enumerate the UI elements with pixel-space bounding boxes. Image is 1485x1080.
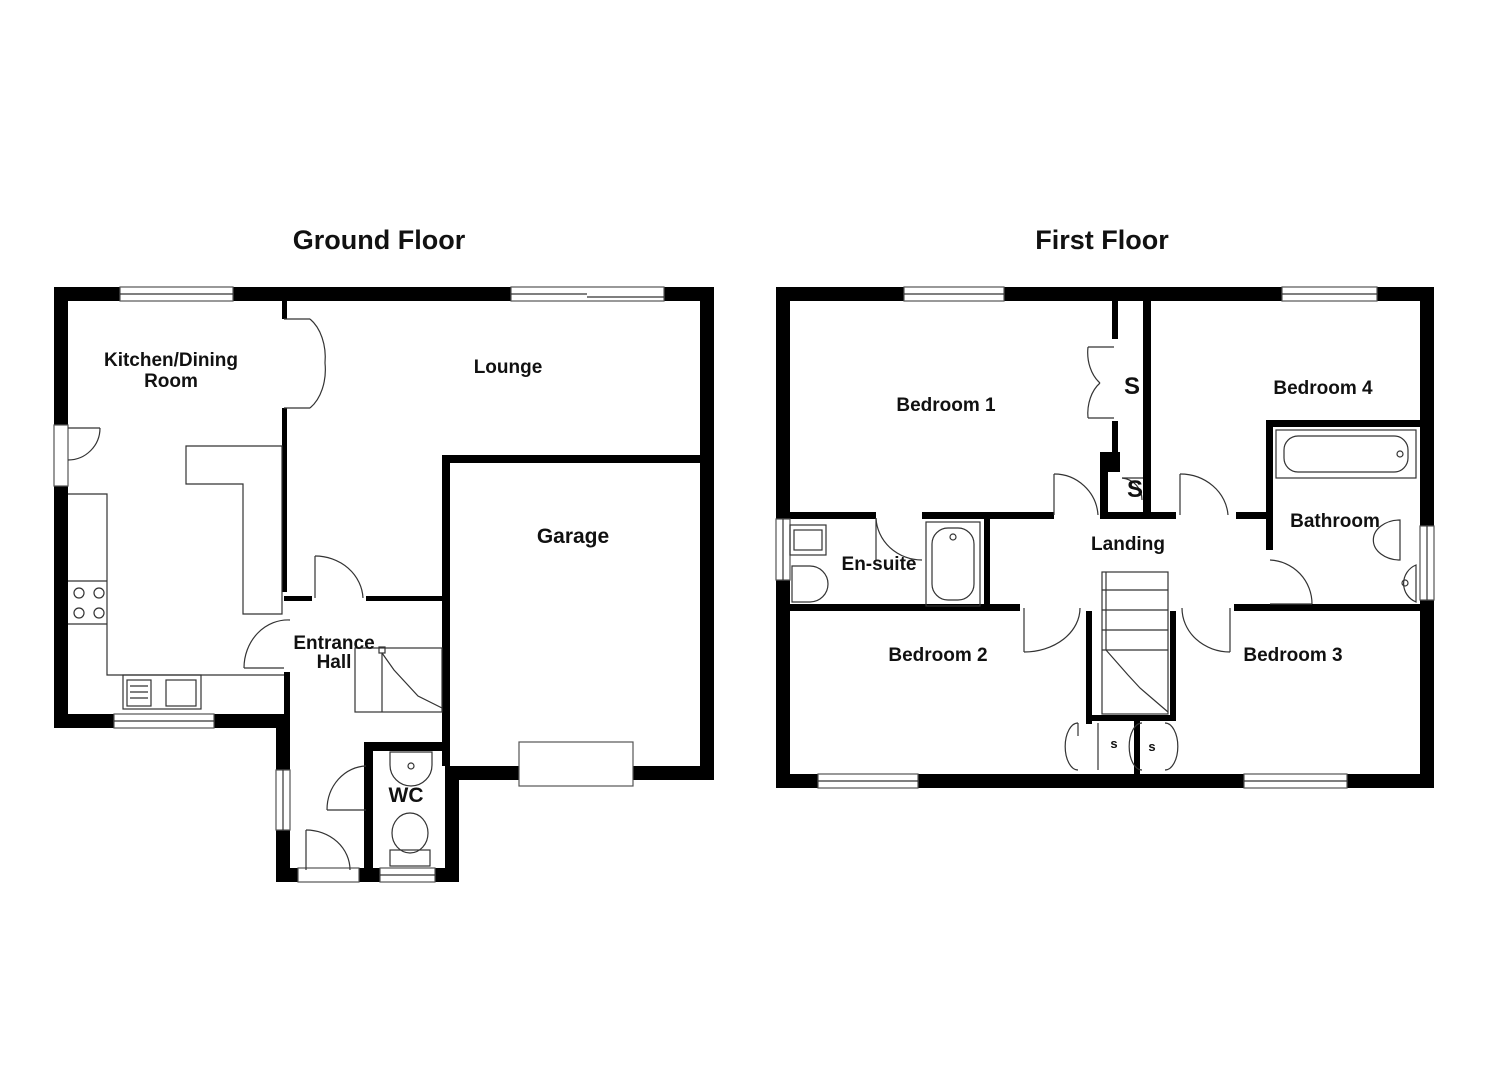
first-floor-title: First Floor (1035, 225, 1169, 255)
garage-label: Garage (537, 525, 609, 548)
lounge-label: Lounge (474, 357, 543, 378)
ground-floor-walls (54, 287, 714, 882)
ensuite-fittings (789, 521, 981, 607)
first-stairs-icon (1101, 571, 1169, 715)
bathroom-fittings (1275, 429, 1417, 603)
ground-floor-title: Ground Floor (293, 225, 466, 255)
store-label-landing: S (1127, 476, 1143, 503)
entrance-hall-label-1: Entrance (293, 633, 374, 654)
kitchen-dining-label-1: Kitchen/Dining (104, 350, 238, 371)
landing-label: Landing (1091, 534, 1165, 555)
first-floor-walls (776, 287, 1434, 788)
bedroom-2-label: Bedroom 2 (888, 645, 987, 666)
first-floor-doors (875, 346, 1313, 771)
kitchen-dining-label-2: Room (144, 371, 198, 392)
wc-fittings (389, 751, 433, 867)
bathroom-label: Bathroom (1290, 511, 1380, 532)
ground-stairs-icon (354, 646, 443, 713)
ground-floor-plan: Ground Floor (53, 225, 714, 883)
ground-floor-doors (53, 318, 367, 871)
ground-floor-windows (113, 286, 665, 883)
kitchen-fittings (68, 445, 284, 710)
store-label-wardrobe: S (1124, 373, 1140, 400)
bedroom-4-label: Bedroom 4 (1273, 378, 1373, 399)
bedroom-3-label: Bedroom 3 (1243, 645, 1342, 666)
ensuite-label: En-suite (842, 554, 917, 575)
store-label-small-right: s (1148, 739, 1155, 754)
wc-label: WC (389, 784, 424, 807)
kitchen-sink-icon (122, 674, 202, 710)
store-label-small-left: s (1110, 736, 1117, 751)
first-floor-windows (775, 286, 1435, 789)
entrance-hall-label-2: Hall (317, 652, 352, 673)
bedroom-1-label: Bedroom 1 (896, 395, 996, 416)
first-floor-plan: First Floor (775, 225, 1435, 789)
hob-icon (68, 580, 107, 625)
